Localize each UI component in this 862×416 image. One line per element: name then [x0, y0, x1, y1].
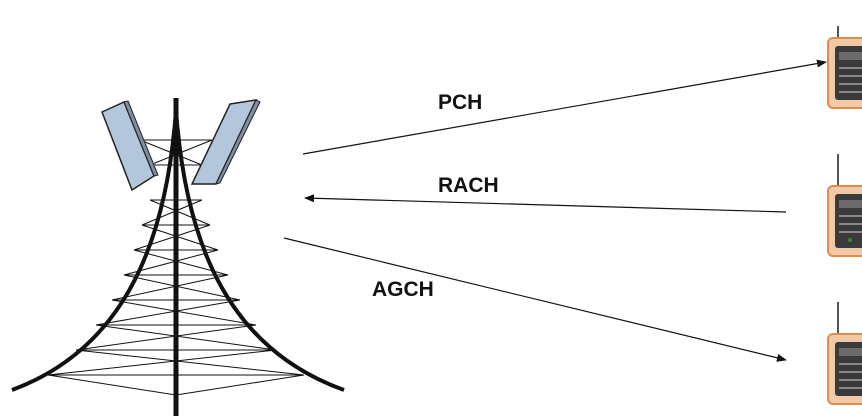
pch-label: PCH [438, 91, 482, 114]
tower-leg-right [174, 109, 345, 392]
agch-label: AGCH [372, 278, 434, 301]
handset-icon [827, 302, 862, 405]
antenna-panel-left [101, 100, 159, 192]
antenna-panel-right [190, 99, 261, 185]
base-station-tower [11, 98, 345, 416]
handset-icon [827, 154, 862, 257]
pch-arrow [302, 59, 827, 155]
tower-leg-left [11, 109, 178, 392]
handset-icon [827, 26, 862, 109]
rach-arrow [304, 194, 787, 213]
rach-label: RACH [438, 174, 499, 197]
agch-arrow [283, 237, 787, 362]
